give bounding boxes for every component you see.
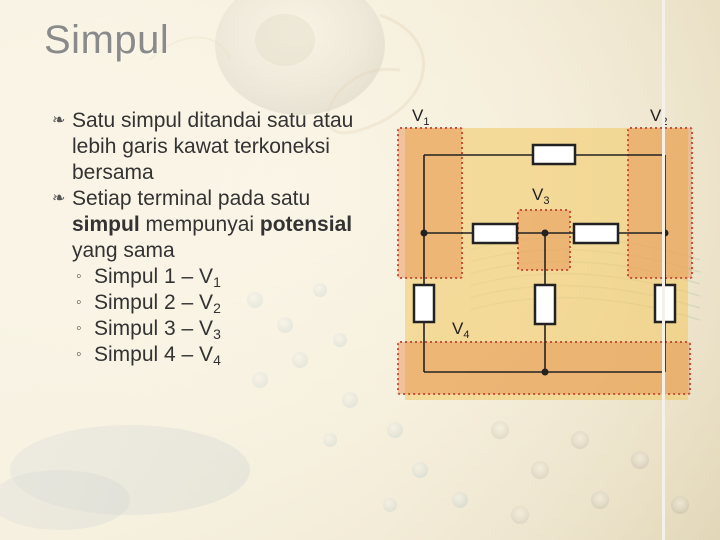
sub-bullet-text: Simpul 1 – V <box>94 265 214 288</box>
fleuron-bullet-icon: ❧ <box>52 190 66 207</box>
bullet-item: ❧ Satu simpul ditandai satu atau lebih g… <box>52 108 362 186</box>
bold-term: simpul <box>72 213 140 236</box>
bullet-text-part: mempunyai <box>139 213 260 236</box>
bullet-list: ❧ Satu simpul ditandai satu atau lebih g… <box>52 108 362 368</box>
node-label-v3: V3 <box>532 185 549 207</box>
bullet-text-part: Setiap terminal pada satu <box>72 187 311 210</box>
bullet-text-part: yang sama <box>72 239 175 262</box>
resistors <box>412 143 677 326</box>
resistor-left-vertical <box>412 283 436 324</box>
resistor-top <box>531 143 577 166</box>
decorative-edge-line <box>662 0 665 540</box>
sub-bullet-item: ◦ Simpul 2 – V2 <box>52 290 362 316</box>
junction-dot <box>541 368 549 376</box>
node-v4-region <box>397 341 691 395</box>
node-v3-region <box>517 209 571 271</box>
bullet-item: ❧ Setiap terminal pada satu simpul mempu… <box>52 186 362 264</box>
bullet-text: Setiap terminal pada satu simpul mempuny… <box>72 186 362 264</box>
sub-bullet-text: Simpul 4 – V <box>94 343 214 366</box>
sub-bullet-text: Simpul 2 – V <box>94 291 214 314</box>
slide-title: Simpul <box>44 18 170 62</box>
junction-dot <box>420 229 428 237</box>
resistor-right-vertical <box>653 283 677 324</box>
subscript: 3 <box>213 326 221 342</box>
junction-dot <box>541 229 549 237</box>
resistor-center-vertical <box>533 283 557 326</box>
subscript: 4 <box>213 352 221 368</box>
bullet-text: Satu simpul ditandai satu atau lebih gar… <box>72 109 354 184</box>
sub-bullet-item: ◦ Simpul 4 – V4 <box>52 342 362 368</box>
node-v2-region <box>627 127 693 279</box>
sub-bullet-item: ◦ Simpul 3 – V3 <box>52 316 362 342</box>
diagram-panel <box>405 128 688 400</box>
node-label-v1: V1 <box>412 106 429 128</box>
circle-bullet-icon: ◦ <box>76 294 82 311</box>
bold-term: potensial <box>259 213 353 236</box>
circle-bullet-icon: ◦ <box>76 268 82 285</box>
circle-bullet-icon: ◦ <box>76 346 82 363</box>
sub-bullet-text: Simpul 3 – V <box>94 317 214 340</box>
node-label-v4: V4 <box>452 319 469 341</box>
node-v1-region <box>397 127 463 279</box>
subscript: 2 <box>213 300 221 316</box>
resistor-mid-right <box>572 222 620 245</box>
fleuron-bullet-icon: ❧ <box>52 112 66 129</box>
sub-bullet-item: ◦ Simpul 1 – V1 <box>52 264 362 290</box>
circle-bullet-icon: ◦ <box>76 320 82 337</box>
subscript: 1 <box>213 274 221 290</box>
resistor-mid-left <box>471 222 519 245</box>
